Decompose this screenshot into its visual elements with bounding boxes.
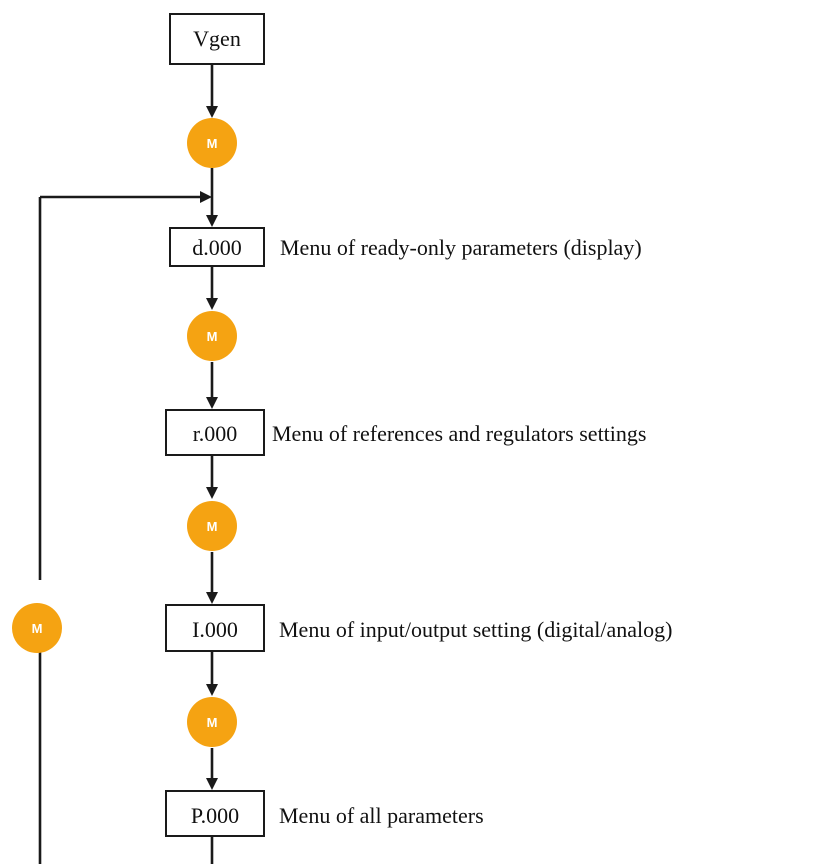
arrowhead-m2 (206, 298, 218, 310)
m-button-label: M (207, 329, 218, 344)
m-button-label: M (207, 715, 218, 730)
m-button-circle (187, 118, 237, 168)
node-description: Menu of references and regulators settin… (272, 421, 646, 446)
m-button-circle (12, 603, 62, 653)
node-p000: P.000 Menu of all parameters (165, 790, 484, 837)
node-r000: r.000 Menu of references and regulators … (165, 409, 646, 456)
node-box (169, 13, 265, 65)
node-description: Menu of ready-only parameters (display) (280, 235, 642, 260)
arrowhead-d000 (206, 215, 218, 227)
node-description: Menu of input/output setting (digital/an… (279, 617, 673, 642)
node-box (165, 604, 265, 652)
connectors (34, 64, 218, 864)
arrowhead-p000 (206, 778, 218, 790)
m-button-label: M (32, 621, 43, 636)
node-code: Vgen (193, 26, 241, 51)
node-box (165, 409, 265, 456)
m-button-circle (187, 311, 237, 361)
arrowhead-m3 (206, 487, 218, 499)
m-button-1[interactable]: M (187, 118, 237, 168)
node-code: P.000 (191, 803, 239, 828)
m-button-circle (187, 501, 237, 551)
m-button-4[interactable]: M (187, 697, 237, 747)
arrowhead-m1 (206, 106, 218, 118)
node-code: I.000 (192, 617, 238, 642)
node-box (169, 227, 265, 267)
node-vgen: Vgen (169, 13, 265, 65)
arrowhead-i000 (206, 592, 218, 604)
node-description: Menu of all parameters (279, 803, 484, 828)
node-d000: d.000 Menu of ready-only parameters (dis… (169, 227, 642, 267)
m-button-circle (187, 697, 237, 747)
arrowhead-m4 (206, 684, 218, 696)
m-button-label: M (207, 136, 218, 151)
m-button-label: M (207, 519, 218, 534)
node-code: d.000 (192, 235, 242, 260)
node-code: r.000 (193, 421, 238, 446)
m-button-2[interactable]: M (187, 311, 237, 361)
m-button-3[interactable]: M (187, 501, 237, 551)
arrowhead-loop-join (200, 191, 212, 203)
node-box (165, 790, 265, 837)
arrowhead-r000 (206, 397, 218, 409)
node-i000: I.000 Menu of input/output setting (digi… (165, 604, 673, 652)
m-button-loop[interactable]: M (12, 603, 62, 653)
